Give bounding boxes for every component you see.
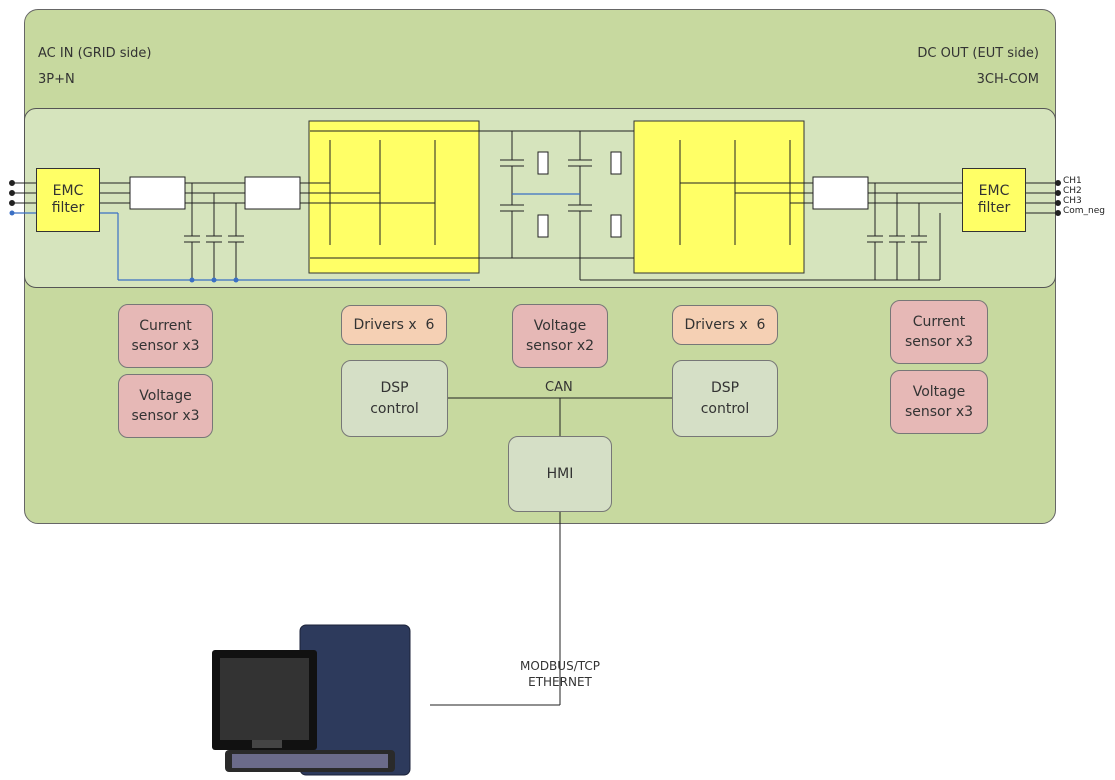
current-sensor-right-line1: Current xyxy=(912,313,966,330)
drivers-left-label: Drivers x 6 xyxy=(353,316,435,333)
dsp-control-left: DSP control xyxy=(341,360,448,437)
output-ch1: CH1 xyxy=(1063,176,1082,186)
dc-out-sub: 3CH-COM xyxy=(976,72,1039,87)
output-ch2: CH2 xyxy=(1063,186,1082,196)
current-sensor-left-line2: sensor x3 xyxy=(131,338,200,354)
voltage-sensor-mid-line1: Voltage xyxy=(533,317,587,334)
drivers-right-label: Drivers x 6 xyxy=(684,316,766,333)
voltage-sensor-right-line1: Voltage xyxy=(912,383,966,400)
voltage-sensor-right: Voltage sensor x3 xyxy=(890,370,988,434)
output-com-neg: Com_neg xyxy=(1063,206,1106,216)
voltage-sensor-left: Voltage sensor x3 xyxy=(118,374,213,438)
modbus-label: MODBUS/TCP ETHERNET xyxy=(500,658,620,690)
drivers-right: Drivers x 6 xyxy=(672,305,778,345)
ac-in-title: AC IN (GRID side) xyxy=(38,46,152,61)
dc-out-title: DC OUT (EUT side) xyxy=(917,46,1039,61)
output-labels: CH1 CH2 CH3 Com_neg xyxy=(1063,176,1105,216)
hmi-label: HMI xyxy=(546,465,574,482)
ac-in-sub: 3P+N xyxy=(38,72,75,87)
dsp-right-line2: control xyxy=(700,400,750,417)
can-label: CAN xyxy=(545,380,573,395)
voltage-sensor-left-line1: Voltage xyxy=(139,387,192,404)
emc-left-line1: EMC xyxy=(52,182,84,199)
drivers-left: Drivers x 6 xyxy=(341,305,447,345)
modbus-label-line2: ETHERNET xyxy=(528,675,592,689)
emc-right-line2: filter xyxy=(977,200,1011,216)
voltage-sensor-mid: Voltage sensor x2 xyxy=(512,304,608,368)
current-sensor-left-line1: Current xyxy=(139,317,192,334)
voltage-sensor-right-line2: sensor x3 xyxy=(904,404,974,420)
voltage-sensor-mid-line2: sensor x2 xyxy=(525,338,595,354)
modbus-label-line1: MODBUS/TCP xyxy=(520,659,600,673)
dsp-control-right: DSP control xyxy=(672,360,778,437)
current-sensor-right-line2: sensor x3 xyxy=(904,334,974,350)
emc-right-line1: EMC xyxy=(978,182,1010,199)
emc-left-line2: filter xyxy=(51,200,85,216)
current-sensor-right: Current sensor x3 xyxy=(890,300,988,364)
output-ch3: CH3 xyxy=(1063,196,1082,206)
emc-filter-right: EMC filter xyxy=(962,168,1026,232)
current-sensor-left: Current sensor x3 xyxy=(118,304,213,368)
dsp-left-line1: DSP xyxy=(380,380,409,397)
emc-filter-left: EMC filter xyxy=(36,168,100,232)
hmi-box: HMI xyxy=(508,436,612,512)
dsp-left-line2: control xyxy=(370,400,419,417)
dsp-right-line1: DSP xyxy=(710,380,740,397)
voltage-sensor-left-line2: sensor x3 xyxy=(131,408,200,424)
computer-icon xyxy=(212,625,412,775)
